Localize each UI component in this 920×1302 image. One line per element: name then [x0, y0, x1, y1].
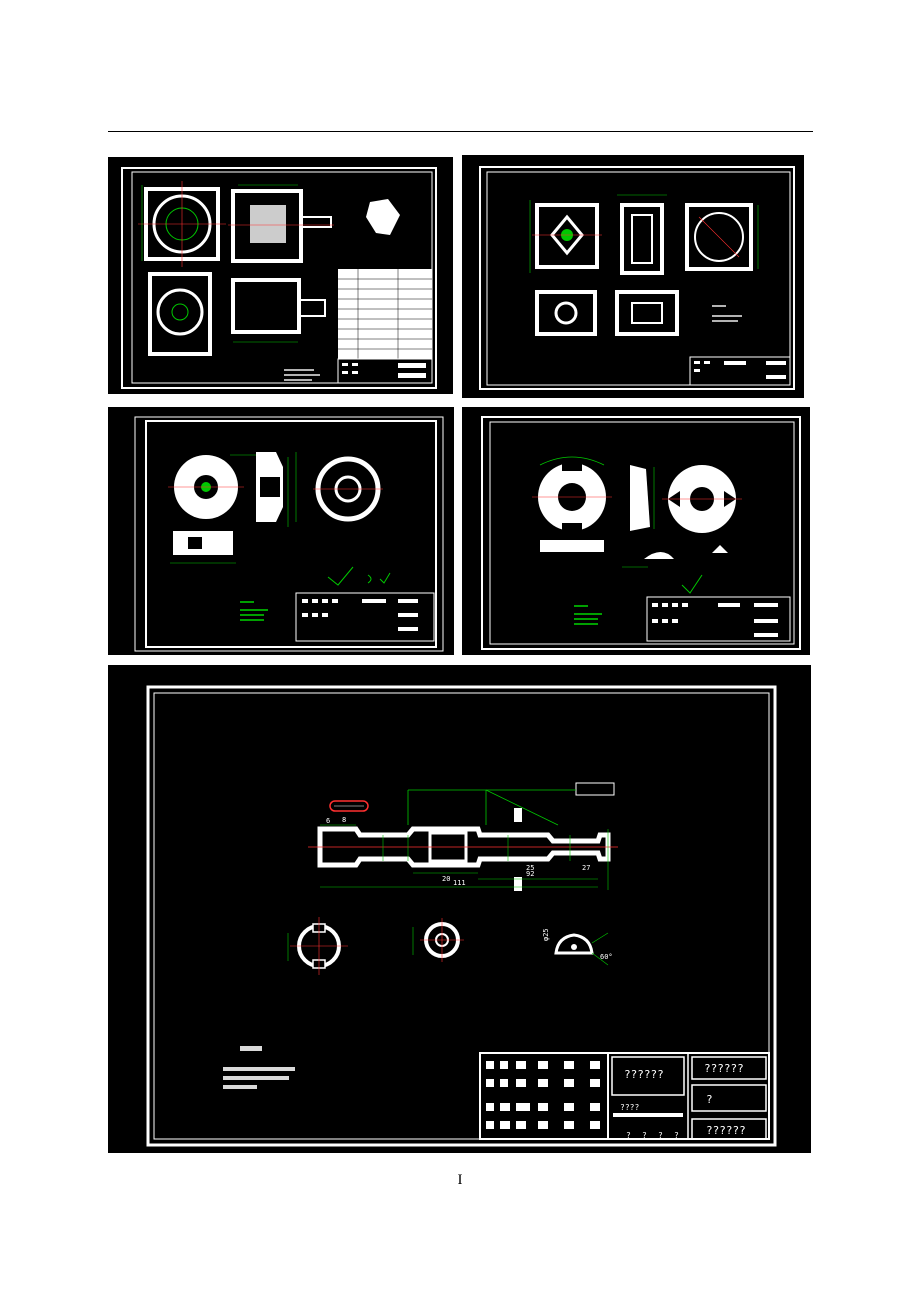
dim-92: 92 — [526, 870, 534, 878]
shaft-part-drawing: 8 20 92 111 25 27 6 60° φ25 — [108, 665, 811, 1153]
title-block-drawing-name: ?????? — [624, 1068, 664, 1081]
title-block-company: ?????? — [704, 1062, 744, 1075]
dim-60deg: 60° — [600, 953, 613, 961]
assembly-drawing — [108, 157, 453, 394]
dim-phi25: φ25 — [542, 928, 550, 941]
title-block-scale: ???? — [620, 1103, 640, 1112]
dim-25: 25 — [526, 864, 534, 872]
title-block-small-1: ? — [626, 1131, 631, 1140]
dim-111: 111 — [453, 879, 466, 887]
pump-body-drawing — [462, 155, 804, 398]
title-block-drawing-no: ?????? — [706, 1124, 746, 1137]
title-block-small-2: ? — [642, 1131, 647, 1140]
header-rule — [108, 131, 813, 132]
page-number: I — [457, 1172, 463, 1188]
title-block-small-4: ? — [674, 1131, 679, 1140]
title-block-small-3: ? — [658, 1131, 663, 1140]
dim-6: 6 — [326, 817, 330, 825]
technical-notes — [223, 1046, 295, 1089]
dim-20: 20 — [442, 875, 450, 883]
dim-27: 27 — [582, 864, 590, 872]
dim-8: 8 — [342, 816, 346, 824]
rotor-part-drawing — [108, 407, 454, 655]
title-block-material: ? — [706, 1093, 713, 1106]
vane-part-drawing — [462, 407, 810, 655]
